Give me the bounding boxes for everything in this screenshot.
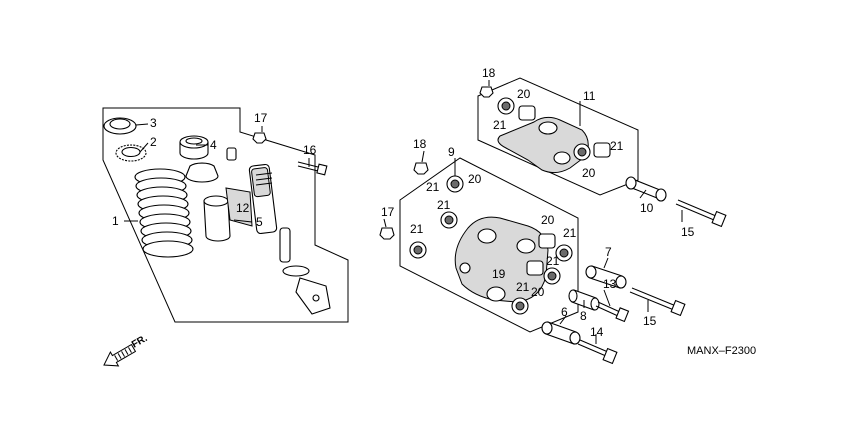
callout-20: 20 (517, 87, 531, 101)
diagram-code: MANX–F2300 (687, 345, 756, 357)
callout-21: 21 (410, 222, 424, 236)
callout-11: 11 (583, 89, 596, 103)
callout-10: 10 (640, 201, 654, 215)
callout-7: 7 (605, 245, 612, 259)
link-group-outline (399, 157, 579, 333)
callout-21: 21 (516, 280, 530, 294)
callout-19: 19 (492, 267, 506, 281)
stopper-cover (203, 187, 253, 242)
direction-arrow: FR. (103, 333, 150, 367)
bolt-16 (297, 161, 328, 176)
callout-21: 21 (563, 226, 577, 240)
spring (134, 168, 194, 258)
callout-20: 20 (531, 285, 545, 299)
nut-17 (252, 132, 267, 144)
collar (226, 147, 237, 161)
callout-21: 21 (546, 254, 560, 268)
callout-4: 4 (210, 138, 217, 152)
shock-body (248, 163, 331, 315)
callout-3: 3 (150, 116, 157, 130)
callout-6: 6 (561, 305, 568, 319)
leader-lines (124, 80, 683, 344)
callout-20: 20 (582, 166, 596, 180)
nut-18 (413, 162, 429, 175)
front-arrow-icon (103, 343, 137, 367)
callout-12: 12 (236, 201, 250, 215)
callout-21: 21 (493, 118, 507, 132)
shock-group-outline (102, 107, 349, 323)
shock-arm-assembly (477, 77, 639, 196)
callouts: 1 2 3 4 5 12 16 17 18 20 21 11 21 20 18 … (112, 66, 695, 339)
callout-17: 17 (254, 111, 268, 125)
callout-16: 16 (303, 143, 317, 157)
collars-and-bolts (541, 176, 727, 365)
callout-21: 21 (437, 198, 451, 212)
callout-17: 17 (381, 205, 395, 219)
arm-group-outline (477, 77, 639, 196)
callout-20: 20 (541, 213, 555, 227)
callout-18: 18 (413, 137, 427, 151)
callout-5: 5 (256, 215, 263, 229)
shock-absorber-assembly (102, 107, 349, 323)
callout-14: 14 (590, 325, 604, 339)
lock-nut (103, 117, 137, 135)
direction-label: FR. (130, 333, 150, 351)
callout-20: 20 (468, 172, 482, 186)
callout-18: 18 (482, 66, 496, 80)
nut-17b (379, 227, 395, 240)
callout-15: 15 (681, 225, 695, 239)
callout-21: 21 (610, 139, 624, 153)
callout-15: 15 (643, 314, 657, 328)
callout-2: 2 (150, 135, 157, 149)
callout-9: 9 (448, 145, 455, 159)
nut-18b (479, 86, 494, 98)
callout-13: 13 (603, 277, 617, 291)
shock-link-assembly (379, 157, 579, 333)
callout-21: 21 (426, 180, 440, 194)
callout-1: 1 (112, 214, 119, 228)
callout-8: 8 (580, 309, 587, 323)
adjuster-nut (115, 144, 147, 162)
